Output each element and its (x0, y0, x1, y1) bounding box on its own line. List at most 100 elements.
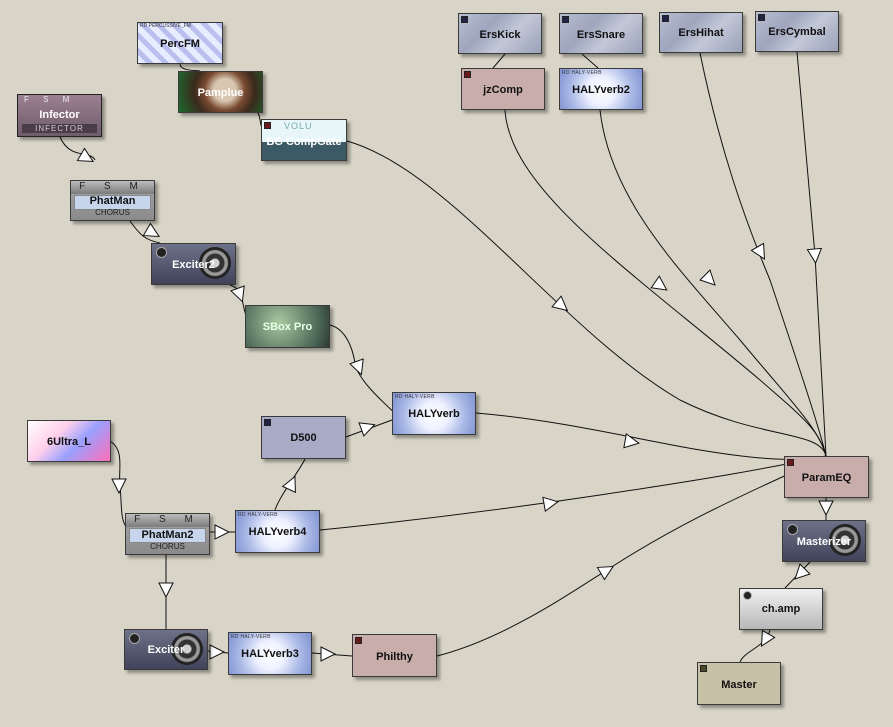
status-indicator (355, 637, 362, 644)
speaker-icon (171, 633, 203, 665)
wire-halyverb-parameq[interactable] (475, 412, 827, 460)
wire-champ-master-arrow-icon (760, 629, 776, 648)
chorus-label: CHORUS (150, 542, 185, 551)
wire-jzcomp-parameq-arrow-icon (650, 275, 668, 291)
wire-philthy-parameq-arrow-icon (596, 565, 615, 581)
plugin-header: VOLU (284, 121, 313, 131)
wire-jzcomp-parameq[interactable] (504, 109, 827, 457)
node-halyverb-label: HALYverb (408, 408, 460, 420)
node-d500[interactable]: D500 (261, 416, 346, 459)
status-indicator (662, 15, 669, 22)
node-halyverb3-label: HALYverb3 (241, 648, 299, 660)
wire-infector-phatman[interactable] (59, 136, 96, 161)
wire-halyverb4-parameq[interactable] (319, 455, 827, 531)
node-erscymbal-label: ErsCymbal (768, 26, 826, 38)
chorus-label: CHORUS (95, 208, 130, 217)
wire-phatman-exciter2[interactable] (129, 220, 161, 244)
node-masterizer[interactable]: Masterizer (782, 520, 866, 562)
wire-bgcompgate-parameq[interactable] (346, 140, 827, 457)
node-halyverb4-label: HALYverb4 (248, 526, 307, 538)
node-percfm[interactable]: RD PERCUSSIVE_FM PercFM (137, 22, 223, 64)
plugin-header: RD HALY-VERB (562, 70, 602, 76)
wire-erscymbal-parameq-arrow-icon (806, 247, 823, 265)
plugin-header: RD PERCUSSIVE_FM (140, 23, 191, 29)
status-indicator (700, 665, 707, 672)
status-indicator (464, 71, 471, 78)
node-jzcomp-label: jzComp (483, 84, 523, 96)
wire-percfm-pamplue[interactable] (179, 63, 201, 72)
speaker-icon (829, 524, 861, 556)
node-masterizer-label: Masterizer (796, 536, 852, 548)
plugin-header: RD HALY-VERB (231, 634, 271, 640)
wire-parameq-masterizer-arrow-icon (818, 500, 834, 517)
plugin-header: F S M (71, 181, 154, 194)
node-exciter[interactable]: Exciter (124, 629, 208, 670)
node-erskick-label: ErsKick (479, 29, 521, 41)
wire-phatman2-halyverb4-arrow-icon (214, 524, 231, 540)
node-bgcompgate-label: BG CompGate (266, 136, 342, 148)
plugin-header: F S M (126, 514, 209, 527)
wire-masterizer-champ-arrow-icon (794, 563, 811, 580)
wire-halyverb-parameq-arrow-icon (623, 433, 640, 449)
status-indicator (264, 122, 271, 129)
node-master-label: Master (721, 679, 757, 691)
node-philthy-label: Philthy (376, 651, 413, 663)
knob-icon (129, 633, 140, 644)
status-indicator (562, 16, 569, 23)
node-ershihat[interactable]: ErsHihat (659, 12, 743, 53)
node-sboxpro[interactable]: SBox Pro (245, 305, 330, 348)
node-champ[interactable]: ch.amp (739, 588, 823, 630)
wire-6ultra-phatman2-arrow-icon (111, 478, 127, 495)
node-exciter-label: Exciter (147, 644, 185, 656)
wire-halyverb2-parameq-arrow-icon (699, 269, 716, 286)
node-erssnare-label: ErsSnare (576, 29, 626, 41)
node-infector-label: Infector (39, 109, 80, 121)
wire-erssnare-halyverb2[interactable] (581, 53, 599, 69)
wire-halyverb4-d500-arrow-icon (281, 475, 296, 494)
status-indicator (264, 419, 271, 426)
speaker-icon (199, 247, 231, 279)
knob-icon (743, 591, 752, 600)
wire-halyverb3-philthy-arrow-icon (320, 646, 337, 662)
wire-halyverb2-parameq[interactable] (599, 109, 827, 457)
node-erscymbal[interactable]: ErsCymbal (755, 11, 839, 52)
node-champ-label: ch.amp (761, 603, 801, 615)
infector-sub-label: INFECTOR (22, 124, 97, 133)
status-indicator (758, 14, 765, 21)
wire-phatman-exciter2-arrow-icon (142, 222, 161, 238)
node-phatman-label: PhatMan (89, 195, 136, 207)
node-pamplue[interactable]: Pamplue (178, 71, 263, 113)
wire-ershihat-parameq-arrow-icon (750, 242, 766, 261)
node-exciter2[interactable]: Exciter2 (151, 243, 236, 285)
plugin-header: F S M (24, 95, 76, 104)
node-erskick[interactable]: ErsKick (458, 13, 542, 54)
status-indicator (461, 16, 468, 23)
node-master[interactable]: Master (697, 662, 781, 705)
node-pamplue-label: Pamplue (197, 87, 244, 99)
node-halyverb4[interactable]: RD HALY-VERB HALYverb4 (235, 510, 320, 553)
node-halyverb3[interactable]: RD HALY-VERB HALYverb3 (228, 632, 312, 675)
wire-ershihat-parameq[interactable] (699, 52, 827, 457)
wire-sboxpro-halyverb-arrow-icon (349, 358, 364, 376)
knob-icon (787, 524, 798, 535)
node-parameq[interactable]: ParamEQ (784, 456, 869, 498)
node-bgcompgate[interactable]: VOLU BG CompGate (261, 119, 347, 161)
node-6ultra-l[interactable]: 6Ultra_L (27, 420, 111, 462)
node-ershihat-label: ErsHihat (678, 27, 724, 39)
plugin-header: RD HALY-VERB (238, 512, 278, 518)
wire-sboxpro-halyverb[interactable] (329, 324, 401, 419)
node-percfm-label: PercFM (160, 38, 200, 50)
wire-phatman2-exciter-arrow-icon (158, 582, 174, 599)
node-erssnare[interactable]: ErsSnare (559, 13, 643, 54)
node-philthy[interactable]: Philthy (352, 634, 437, 677)
wire-exciter-halyverb3-arrow-icon (209, 644, 226, 660)
node-jzcomp[interactable]: jzComp (461, 68, 545, 110)
wire-erskick-jzcomp[interactable] (492, 53, 506, 69)
